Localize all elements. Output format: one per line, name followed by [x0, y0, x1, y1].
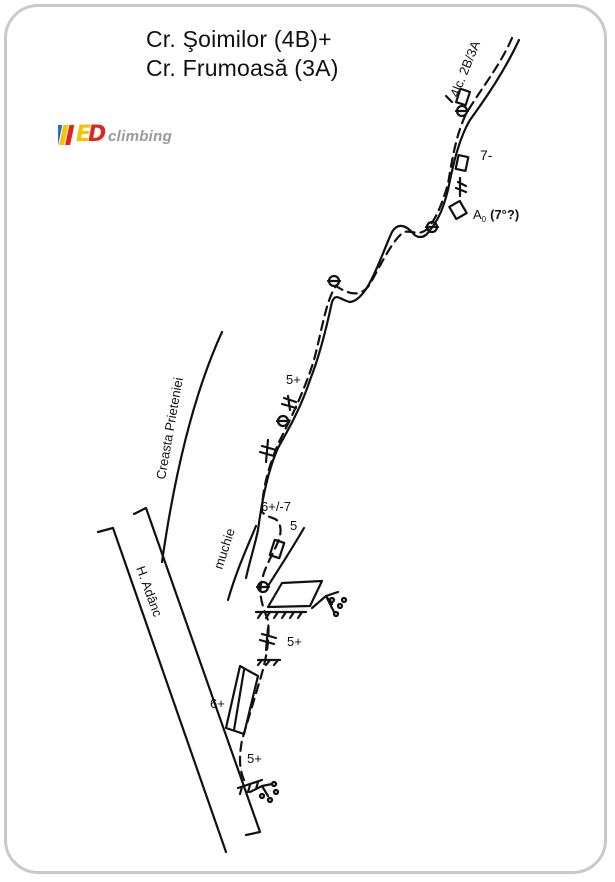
belay-station-top [454, 104, 470, 118]
tree-symbol-lower [248, 782, 274, 798]
rock-face-outline [244, 38, 521, 580]
label-grade-7minus: 7- [480, 147, 493, 163]
belay-station-low [255, 580, 271, 594]
belay-station-mid [326, 274, 342, 288]
label-grade-6plus-7: 6+/-7 [261, 499, 291, 514]
logo-stripes-icon [58, 125, 75, 145]
crack-zigzag-upper [454, 176, 468, 198]
edge-line [226, 524, 258, 602]
tree-node-7 [272, 788, 280, 796]
title-line-2: Cr. Frumoasă (3A) [146, 55, 339, 81]
aid-ladder [448, 199, 468, 221]
title-line-1: Cr. Şoimilor (4B)+ [146, 26, 332, 52]
top-dash [444, 94, 454, 104]
tree-node-8 [270, 780, 278, 788]
label-aid: A0(7°?) [473, 207, 519, 224]
label-ridge-name: Creasta Prieteniei [153, 376, 186, 480]
slab-6plus [224, 664, 260, 736]
valley-right-wall [132, 506, 262, 837]
slab-inner [232, 668, 246, 732]
tree-symbol-upper [310, 590, 340, 614]
route-dashed-line [238, 36, 514, 782]
lower-edge-line [266, 526, 306, 588]
tree-node-2 [336, 602, 344, 610]
edclimbing-logo: ED climbing [58, 122, 186, 148]
label-grade-5plus-low: 5+ [247, 751, 262, 766]
crack-zigzag-5plus [280, 394, 298, 412]
tree-node-6 [266, 796, 274, 804]
crack-box-7minus [454, 154, 470, 172]
tree-node-5 [258, 792, 266, 800]
label-grade-5: 5 [290, 518, 297, 533]
tree-node-4 [340, 596, 348, 604]
label-grade-6plus: 6+ [210, 696, 225, 711]
tree-node-3 [332, 610, 340, 618]
ridge-line [160, 330, 224, 564]
ledge-hatch [256, 610, 304, 620]
box-5 [268, 538, 286, 560]
label-grade-5plus-mid: 5+ [287, 634, 302, 649]
crack-zigzag-lower [258, 626, 278, 652]
label-grade-5plus-upper: 5+ [286, 372, 301, 387]
crack-zigzag-mid [258, 438, 278, 464]
valley-left-wall [96, 526, 228, 854]
logo-letter-e: ED [76, 122, 106, 147]
belay-station-aid [424, 220, 440, 234]
label-edge: muchie [211, 526, 238, 571]
topo-card-frame [4, 4, 607, 874]
belay-station-ledge [275, 414, 291, 428]
ledge-block [266, 579, 324, 609]
top-ledge [454, 87, 472, 107]
logo-wordmark: climbing [108, 128, 173, 145]
small-ledge-hatch [256, 658, 280, 667]
tree-node-1 [328, 596, 336, 604]
label-valley: H. Adânc [133, 564, 165, 619]
